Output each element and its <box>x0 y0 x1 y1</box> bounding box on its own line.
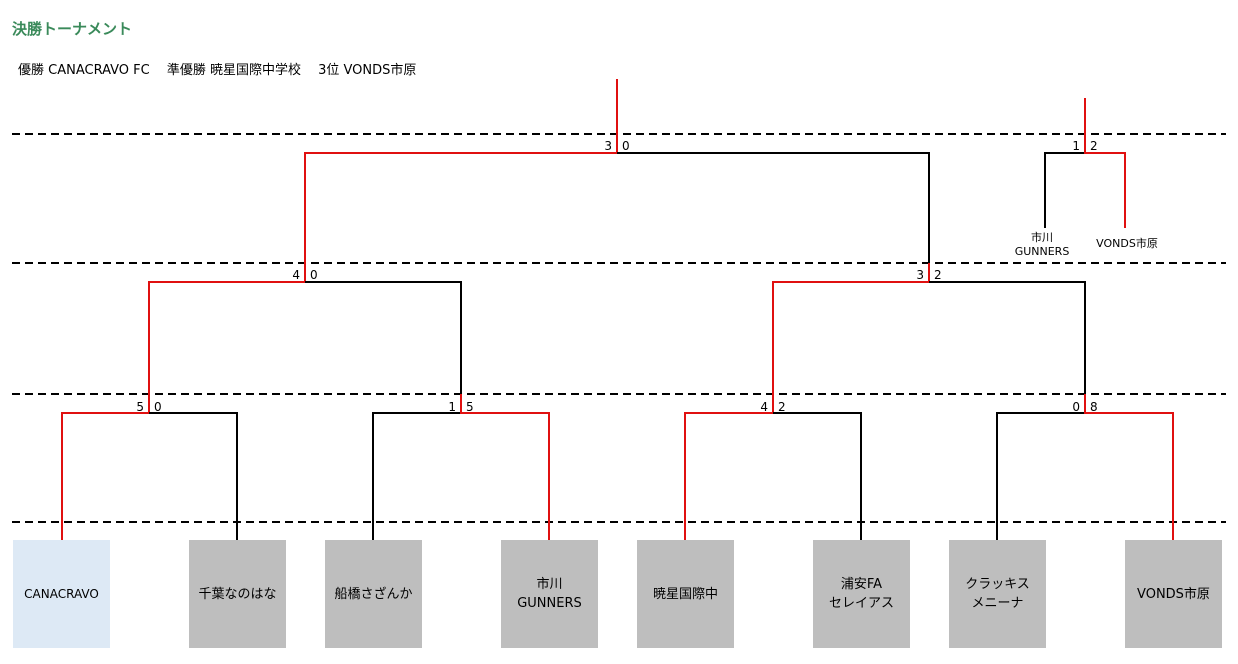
score-third-right: 2 <box>1090 139 1098 153</box>
bracket-line-loser <box>149 412 238 540</box>
team-box[interactable]: 千葉なのはな <box>189 540 286 648</box>
bracket-line-loser <box>996 412 1085 540</box>
third-place-team-right: VONDS市原 <box>1096 237 1158 250</box>
team-box-champion[interactable]: CANACRAVO <box>13 540 110 648</box>
bracket-line-loser <box>773 412 862 540</box>
team-box[interactable]: 市川 GUNNERS <box>501 540 598 648</box>
score-sf2-right: 2 <box>934 268 942 282</box>
bracket-line-winner <box>772 263 930 394</box>
score-r1m3-right: 2 <box>778 400 786 414</box>
score-sf1-right: 0 <box>310 268 318 282</box>
bracket-line-winner <box>304 79 618 263</box>
score-final-left: 3 <box>604 139 612 153</box>
bracket-line-winner <box>1084 98 1126 228</box>
bracket-line-winner <box>1084 394 1174 540</box>
score-r1m3-left: 4 <box>760 400 768 414</box>
score-sf2-left: 3 <box>916 268 924 282</box>
score-final-right: 0 <box>622 139 630 153</box>
score-r1m2-right: 5 <box>466 400 474 414</box>
bracket-line-loser <box>305 281 462 394</box>
score-r1m1-left: 5 <box>136 400 144 414</box>
bracket-line-loser <box>929 281 1086 394</box>
score-r1m4-right: 8 <box>1090 400 1098 414</box>
team-box[interactable]: 暁星国際中 <box>637 540 734 648</box>
team-box[interactable]: 浦安FA セレイアス <box>813 540 910 648</box>
bracket-line-winner <box>148 263 306 394</box>
score-r1m2-left: 1 <box>448 400 456 414</box>
bracket-line-loser <box>1044 152 1085 228</box>
score-third-left: 1 <box>1072 139 1080 153</box>
third-place-team-left: 市川 GUNNERS <box>1014 231 1070 258</box>
team-box[interactable]: VONDS市原 <box>1125 540 1222 648</box>
results-summary: 優勝 CANACRAVO FC 準優勝 暁星国際中学校 3位 VONDS市原 <box>18 63 417 78</box>
bracket-line-loser <box>617 152 930 263</box>
bracket-line-winner <box>684 394 774 540</box>
bracket-line-loser <box>372 412 461 540</box>
bracket-line-winner <box>460 394 550 540</box>
team-box[interactable]: クラッキス メニーナ <box>949 540 1046 648</box>
team-box[interactable]: 船橋さざんか <box>325 540 422 648</box>
bracket-line-winner <box>61 394 150 540</box>
score-sf1-left: 4 <box>292 268 300 282</box>
page-title: 決勝トーナメント <box>12 20 133 38</box>
score-r1m4-left: 0 <box>1072 400 1080 414</box>
score-r1m1-right: 0 <box>154 400 162 414</box>
